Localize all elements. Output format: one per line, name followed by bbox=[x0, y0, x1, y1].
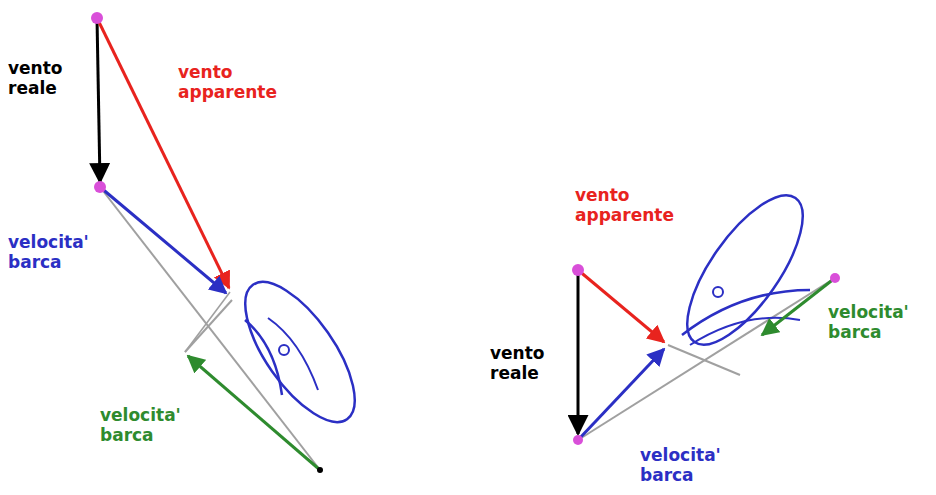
true-wind-label: vento reale bbox=[8, 58, 78, 99]
true-wind-label: vento reale bbox=[490, 343, 560, 384]
apparent-wind-label: vento apparente bbox=[178, 62, 288, 103]
boat-velocity-label: velocita' barca bbox=[100, 405, 185, 446]
apparent-wind-label: vento apparente bbox=[575, 185, 700, 226]
left-vector-diagram bbox=[91, 12, 375, 473]
boat-velocity-label: velocita' barca bbox=[8, 232, 93, 273]
right-vector-diagram bbox=[572, 178, 840, 445]
boat-velocity-label: velocita' barca bbox=[828, 302, 928, 343]
boat-velocity-label: velocita' barca bbox=[640, 445, 740, 486]
